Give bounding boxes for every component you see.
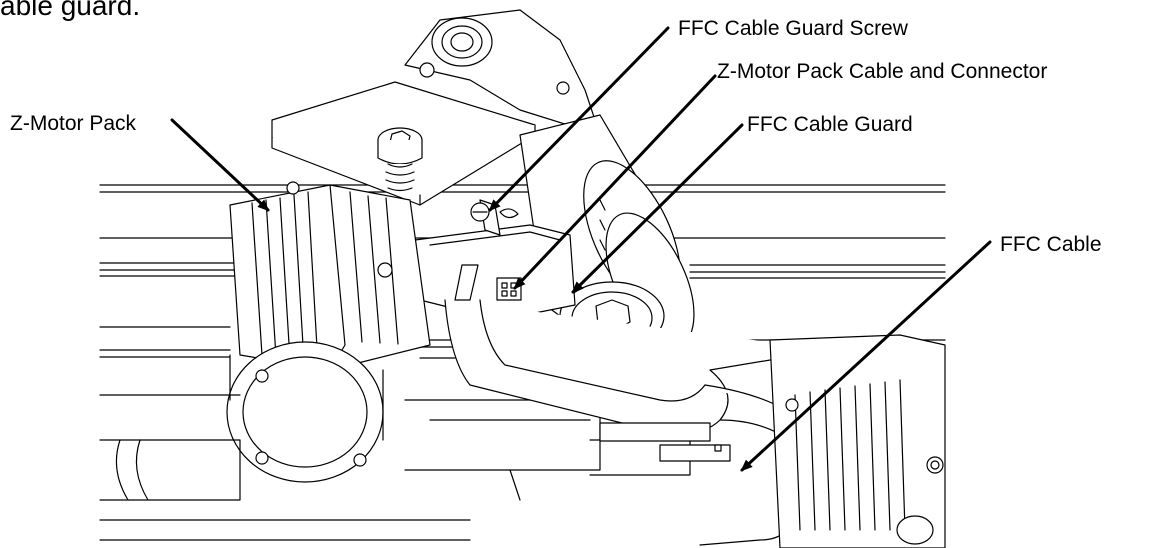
label-z-motor-pack-cable-connector: Z-Motor Pack Cable and Connector <box>717 60 1048 83</box>
label-z-motor-pack: Z-Motor Pack <box>10 112 137 135</box>
z-motor-pack <box>226 181 431 483</box>
rail-middle <box>99 262 946 279</box>
label-ffc-cable: FFC Cable <box>1000 233 1102 256</box>
pulley-assembly <box>404 9 601 136</box>
label-ffc-cable-guard-screw: FFC Cable Guard Screw <box>678 17 908 40</box>
second-motor-pack <box>769 334 946 548</box>
arrow-ffc-cable-guard-screw <box>488 26 670 212</box>
socket-head-screw <box>377 127 423 192</box>
z-motor-connector <box>496 277 522 301</box>
arrow-z-motor-pack <box>170 118 270 212</box>
arrow-ffc-cable-guard <box>571 123 744 294</box>
label-ffc-cable-guard: FFC Cable Guard <box>747 113 913 136</box>
arrow-z-motor-connector <box>513 74 717 290</box>
callout-arrows <box>170 26 992 472</box>
arrow-ffc-cable <box>740 240 992 472</box>
intro-text-fragment: able guard. <box>0 0 141 21</box>
